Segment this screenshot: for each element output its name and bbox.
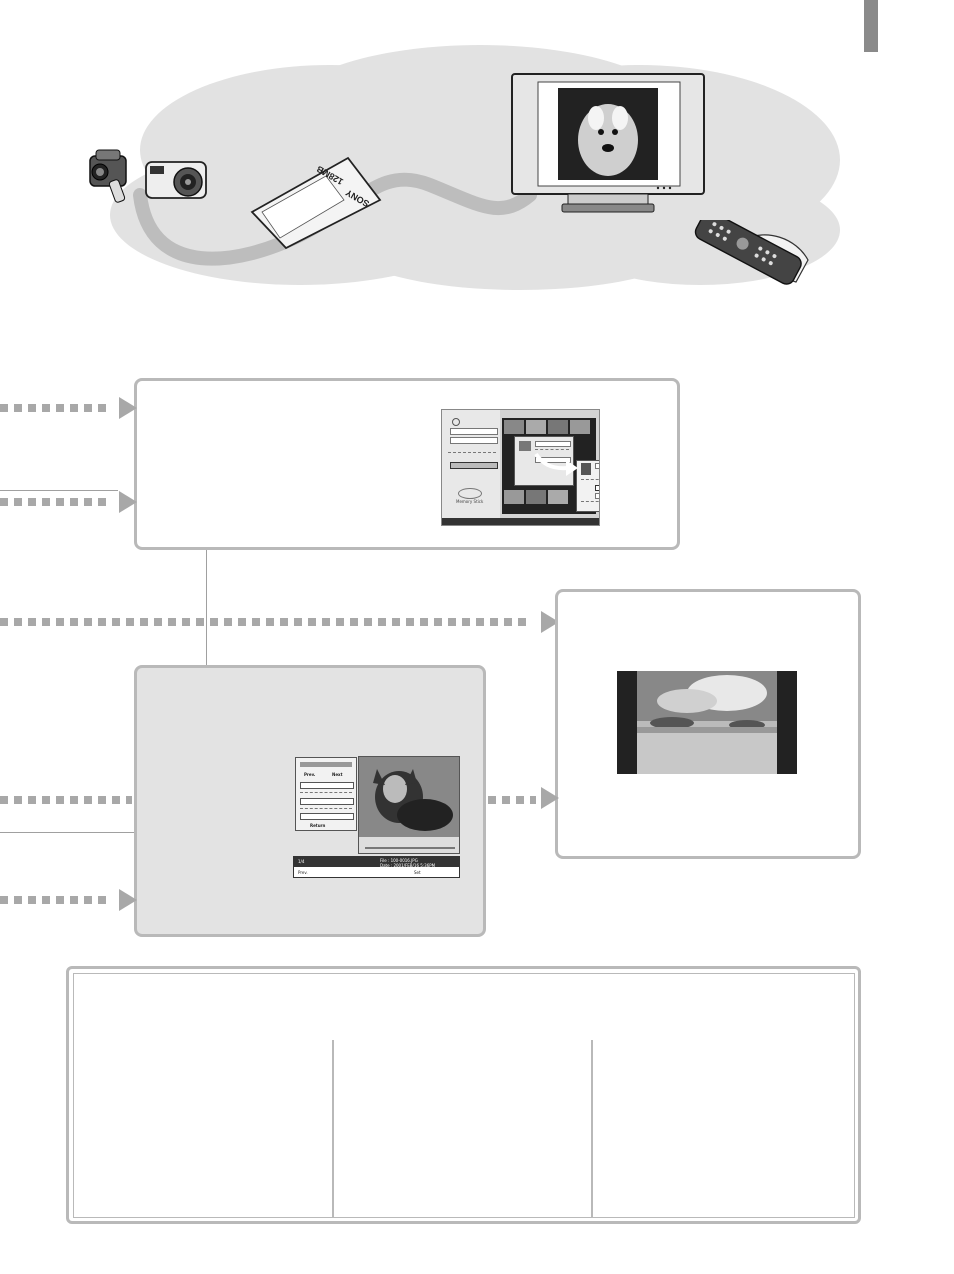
tv-icon <box>511 73 705 213</box>
bottom-info-box <box>66 966 861 1224</box>
selection-arrow-icon <box>534 452 578 476</box>
arrow-head-6 <box>541 787 559 809</box>
remote-control-icon <box>694 220 809 285</box>
panel-next-label[interactable]: Next <box>332 772 343 777</box>
column-divider-2 <box>591 1040 593 1218</box>
menu-bottom-bar <box>442 518 599 525</box>
panel-prev-label[interactable]: Prev. <box>304 772 316 777</box>
viewer-info-bar: File : 100-0016.JPG Date : 2001/FEB/16 5… <box>293 856 460 878</box>
arrow-head-1 <box>119 397 137 419</box>
menu-sidebar-item[interactable] <box>450 428 498 435</box>
slideshow-screenshot <box>617 671 797 774</box>
connector-line-horizontal-2 <box>0 832 134 833</box>
camcorder-icon <box>89 149 127 203</box>
arrow-head-3 <box>541 611 559 633</box>
panel-button[interactable] <box>300 813 354 820</box>
dotted-arrow-1 <box>0 404 112 412</box>
section-tab-marker <box>864 0 878 52</box>
column-divider-1 <box>332 1040 334 1218</box>
bottom-info-box-inner <box>73 973 855 1218</box>
bottom-prev-label[interactable]: Prev. <box>298 870 308 875</box>
menu-screenshot: Memory Stick <box>441 409 600 526</box>
memory-stick-logo-text: Memory Stick <box>456 499 484 504</box>
panel-button[interactable] <box>300 782 354 789</box>
viewer-photo <box>358 756 460 854</box>
dotted-arrow-5 <box>0 896 112 904</box>
popup-menu-2 <box>576 460 599 512</box>
connector-line-vertical <box>206 550 207 667</box>
info-file: File : 100-0016.JPG <box>380 858 418 863</box>
memory-stick-logo <box>458 488 482 499</box>
bottom-set-label[interactable]: Set <box>414 870 421 875</box>
panel-button[interactable] <box>300 798 354 805</box>
info-date: Date : 2001/FEB/16 5:36PM <box>380 863 436 868</box>
connector-line-horizontal <box>0 490 118 491</box>
dotted-arrow-2 <box>0 498 112 506</box>
panel-return-label[interactable]: Return <box>310 823 326 828</box>
digital-camera-icon <box>145 161 207 199</box>
dotted-arrow-4 <box>0 796 132 804</box>
menu-sidebar-item[interactable] <box>450 437 498 444</box>
menu-sidebar: Memory Stick <box>442 410 500 518</box>
menu-sidebar-item[interactable] <box>450 462 498 469</box>
dotted-arrow-3 <box>0 618 532 626</box>
info-counter: 1/4 <box>298 859 305 864</box>
arrow-head-5 <box>119 889 137 911</box>
memory-stick-icon: 128MB SONY <box>250 156 382 250</box>
dotted-arrow-6 <box>488 796 536 804</box>
viewer-panel: Prev. Next Return <box>295 757 357 831</box>
arrow-head-2 <box>119 491 137 513</box>
